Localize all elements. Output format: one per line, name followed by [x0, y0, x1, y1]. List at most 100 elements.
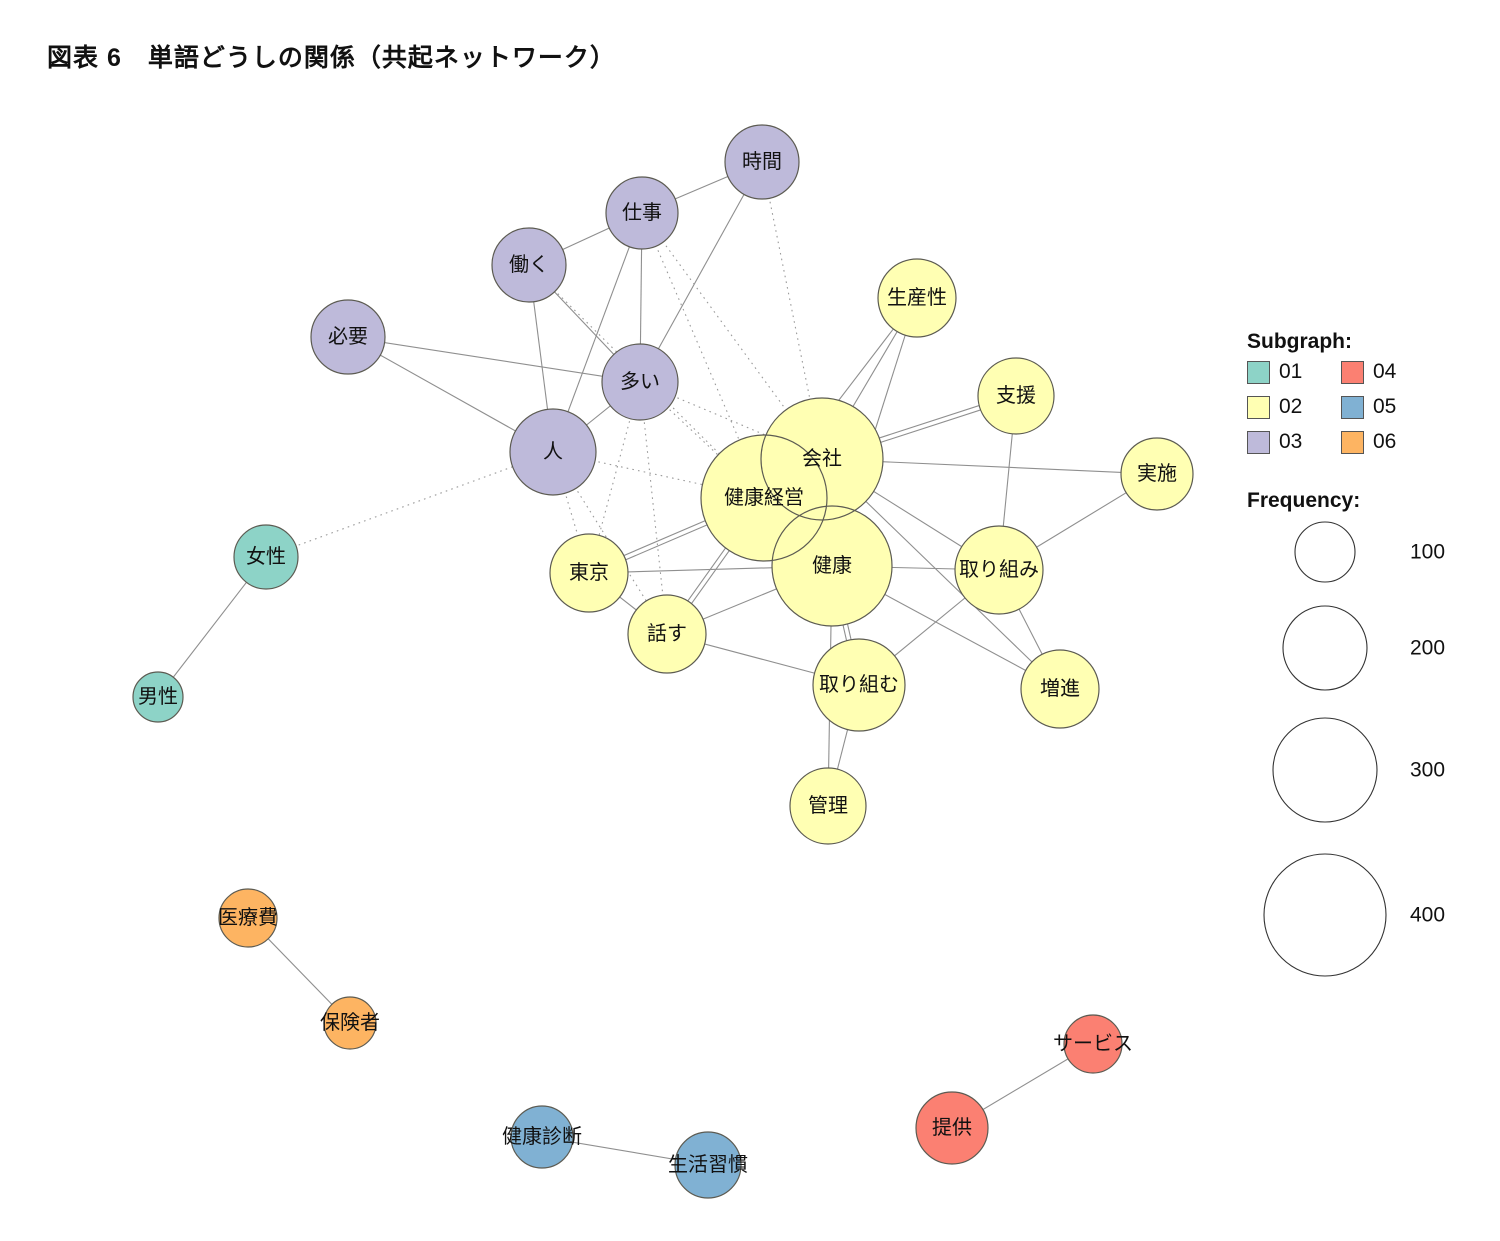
frequency-circle [1263, 853, 1387, 977]
network-node-outline [323, 996, 377, 1050]
network-node-outline [1120, 437, 1194, 511]
network-node-outline [915, 1091, 989, 1165]
legend-swatch [1341, 395, 1364, 419]
network-node [511, 1106, 573, 1168]
network-node-outline [760, 397, 884, 521]
network-node [234, 525, 298, 589]
network-node-label: 時間 [742, 150, 782, 173]
frequency-label: 200 [1410, 637, 1445, 660]
frequency-label: 100 [1410, 541, 1445, 564]
network-node-label: 女性 [246, 545, 286, 568]
legend-swatch [1247, 360, 1270, 384]
network-node-outline [954, 525, 1044, 615]
network-node-outline [700, 434, 828, 562]
network-node [1021, 650, 1099, 728]
network-node [955, 526, 1043, 614]
network-node-outline [789, 767, 867, 845]
network-edge [347, 336, 641, 383]
network-node-outline [310, 299, 386, 375]
subgraph-legend-item: 01 [1247, 360, 1302, 384]
node-label-layer: 時間仕事働く必要多い人女性男性生産性支援会社健康経営実施健康取り組み東京話す取り… [138, 150, 1177, 1176]
network-node-outline [627, 594, 707, 674]
network-node [324, 997, 376, 1049]
network-node [311, 300, 385, 374]
network-node-label: 仕事 [622, 201, 662, 224]
network-node-label: 管理 [808, 794, 848, 817]
network-node-label: 保険者 [320, 1011, 380, 1034]
network-node-label: 取り組み [959, 558, 1039, 581]
network-node [878, 259, 956, 337]
legend-swatch [1341, 360, 1364, 384]
network-node [725, 125, 799, 199]
legend-item-label: 03 [1279, 430, 1303, 453]
network-node-outline [509, 408, 597, 496]
frequency-circle [1294, 521, 1356, 583]
frequency-label: 300 [1410, 759, 1445, 782]
network-node-label: 取り組む [819, 673, 899, 696]
legend-item-label: 05 [1373, 395, 1397, 418]
node-fill-layer [133, 125, 1193, 1198]
legend-swatch [1341, 430, 1364, 454]
subgraph-legend-item: 03 [1247, 430, 1302, 454]
network-node-label: 医療費 [218, 906, 278, 929]
network-node [510, 409, 596, 495]
network-node-label: 会社 [802, 447, 842, 470]
network-node-outline [724, 124, 800, 200]
network-node-label: 支援 [996, 384, 1036, 407]
legend-item-label: 04 [1373, 360, 1397, 383]
network-node [675, 1132, 741, 1198]
frequency-circle [1282, 605, 1368, 691]
legend-swatch [1247, 395, 1270, 419]
network-node-label: 人 [543, 440, 563, 463]
legend-item-label: 02 [1279, 395, 1303, 418]
network-node-label: 男性 [138, 685, 178, 708]
network-node-outline [877, 258, 957, 338]
network-node-outline [510, 1105, 574, 1169]
frequency-legend-title: Frequency: [1247, 489, 1361, 512]
network-node-outline [605, 176, 679, 250]
network-node-label: 話す [647, 622, 687, 645]
network-node-label: 健康経営 [724, 486, 804, 509]
network-node [790, 768, 866, 844]
network-node-outline [771, 505, 893, 627]
network-node [978, 358, 1054, 434]
network-node-label: 健康 [812, 554, 852, 577]
subgraph-legend-item: 02 [1247, 395, 1302, 419]
network-node-outline [977, 357, 1055, 435]
network-node [628, 595, 706, 673]
network-node-label: 生産性 [887, 286, 947, 309]
subgraph-legend-title: Subgraph: [1247, 330, 1352, 353]
network-node-label: 生活習慣 [668, 1153, 748, 1176]
network-node [133, 672, 183, 722]
network-node-label: 東京 [569, 561, 609, 584]
network-node-outline [1020, 649, 1100, 729]
node-outline-layer [132, 124, 1194, 1199]
network-node [492, 228, 566, 302]
network-node [1121, 438, 1193, 510]
network-node-outline [218, 888, 278, 948]
network-node [813, 639, 905, 731]
network-edge [761, 161, 823, 460]
page-title: 図表 6 単語どうしの関係（共起ネットワーク） [47, 44, 616, 72]
network-node-label: 多い [620, 370, 660, 393]
network-node [550, 534, 628, 612]
network-edge [588, 381, 641, 574]
network-node-label: 提供 [932, 1116, 972, 1139]
network-node-outline [491, 227, 567, 303]
network-node-outline [1063, 1014, 1123, 1074]
subgraph-legend-item: 04 [1341, 360, 1396, 384]
network-node-label: 実施 [1137, 462, 1177, 485]
network-node-outline [132, 671, 184, 723]
network-node [219, 889, 277, 947]
legend-swatch [1247, 430, 1270, 454]
network-node-label: 増進 [1040, 677, 1080, 700]
frequency-circle [1272, 717, 1378, 823]
legend-item-label: 06 [1373, 430, 1397, 453]
network-node-outline [549, 533, 629, 613]
network-node-label: サービス [1053, 1032, 1133, 1055]
network-node [606, 177, 678, 249]
network-edge [639, 161, 763, 383]
